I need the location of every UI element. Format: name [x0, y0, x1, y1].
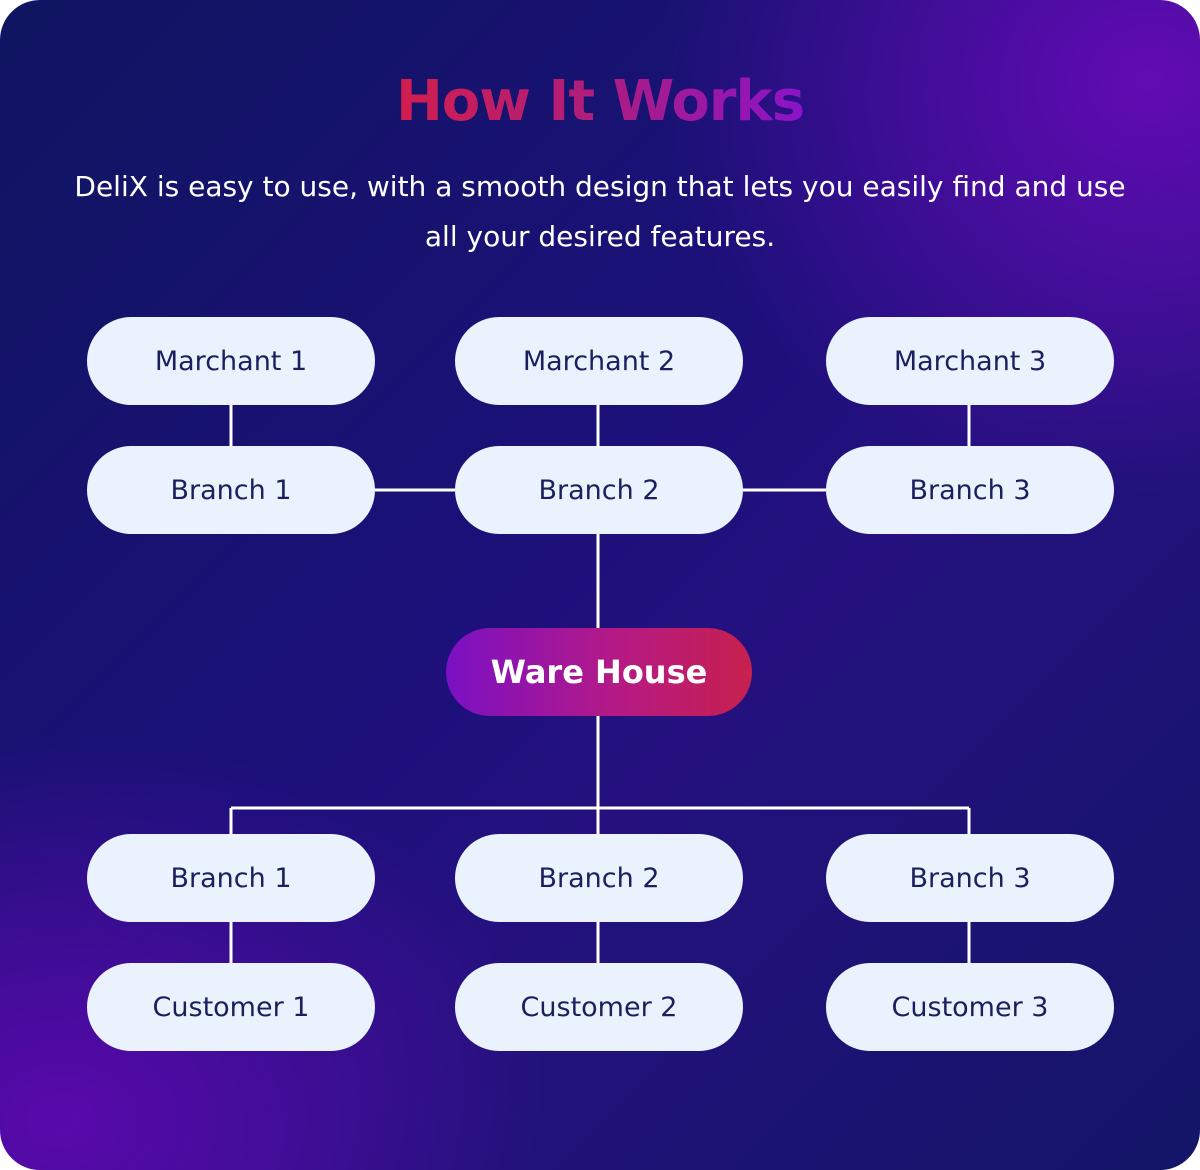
- customer-branch-node-3: Branch 3: [826, 834, 1114, 922]
- merchant-node-2: Marchant 2: [455, 317, 743, 405]
- merchant-branch-node-2: Branch 2: [455, 446, 743, 534]
- merchant-branch-node-3: Branch 3: [826, 446, 1114, 534]
- page-title: How It Works: [0, 66, 1200, 138]
- title-text: How It Works: [395, 69, 805, 134]
- warehouse-node: Ware House: [446, 628, 752, 716]
- customer-node-2: Customer 2: [455, 963, 743, 1051]
- merchant-node-1: Marchant 1: [87, 317, 375, 405]
- customer-node-3: Customer 3: [826, 963, 1114, 1051]
- merchant-node-3: Marchant 3: [826, 317, 1114, 405]
- customer-branch-node-2: Branch 2: [455, 834, 743, 922]
- page-subtitle: DeliX is easy to use, with a smooth desi…: [74, 170, 1126, 253]
- customer-node-1: Customer 1: [87, 963, 375, 1051]
- customer-branch-node-1: Branch 1: [87, 834, 375, 922]
- merchant-branch-node-1: Branch 1: [87, 446, 375, 534]
